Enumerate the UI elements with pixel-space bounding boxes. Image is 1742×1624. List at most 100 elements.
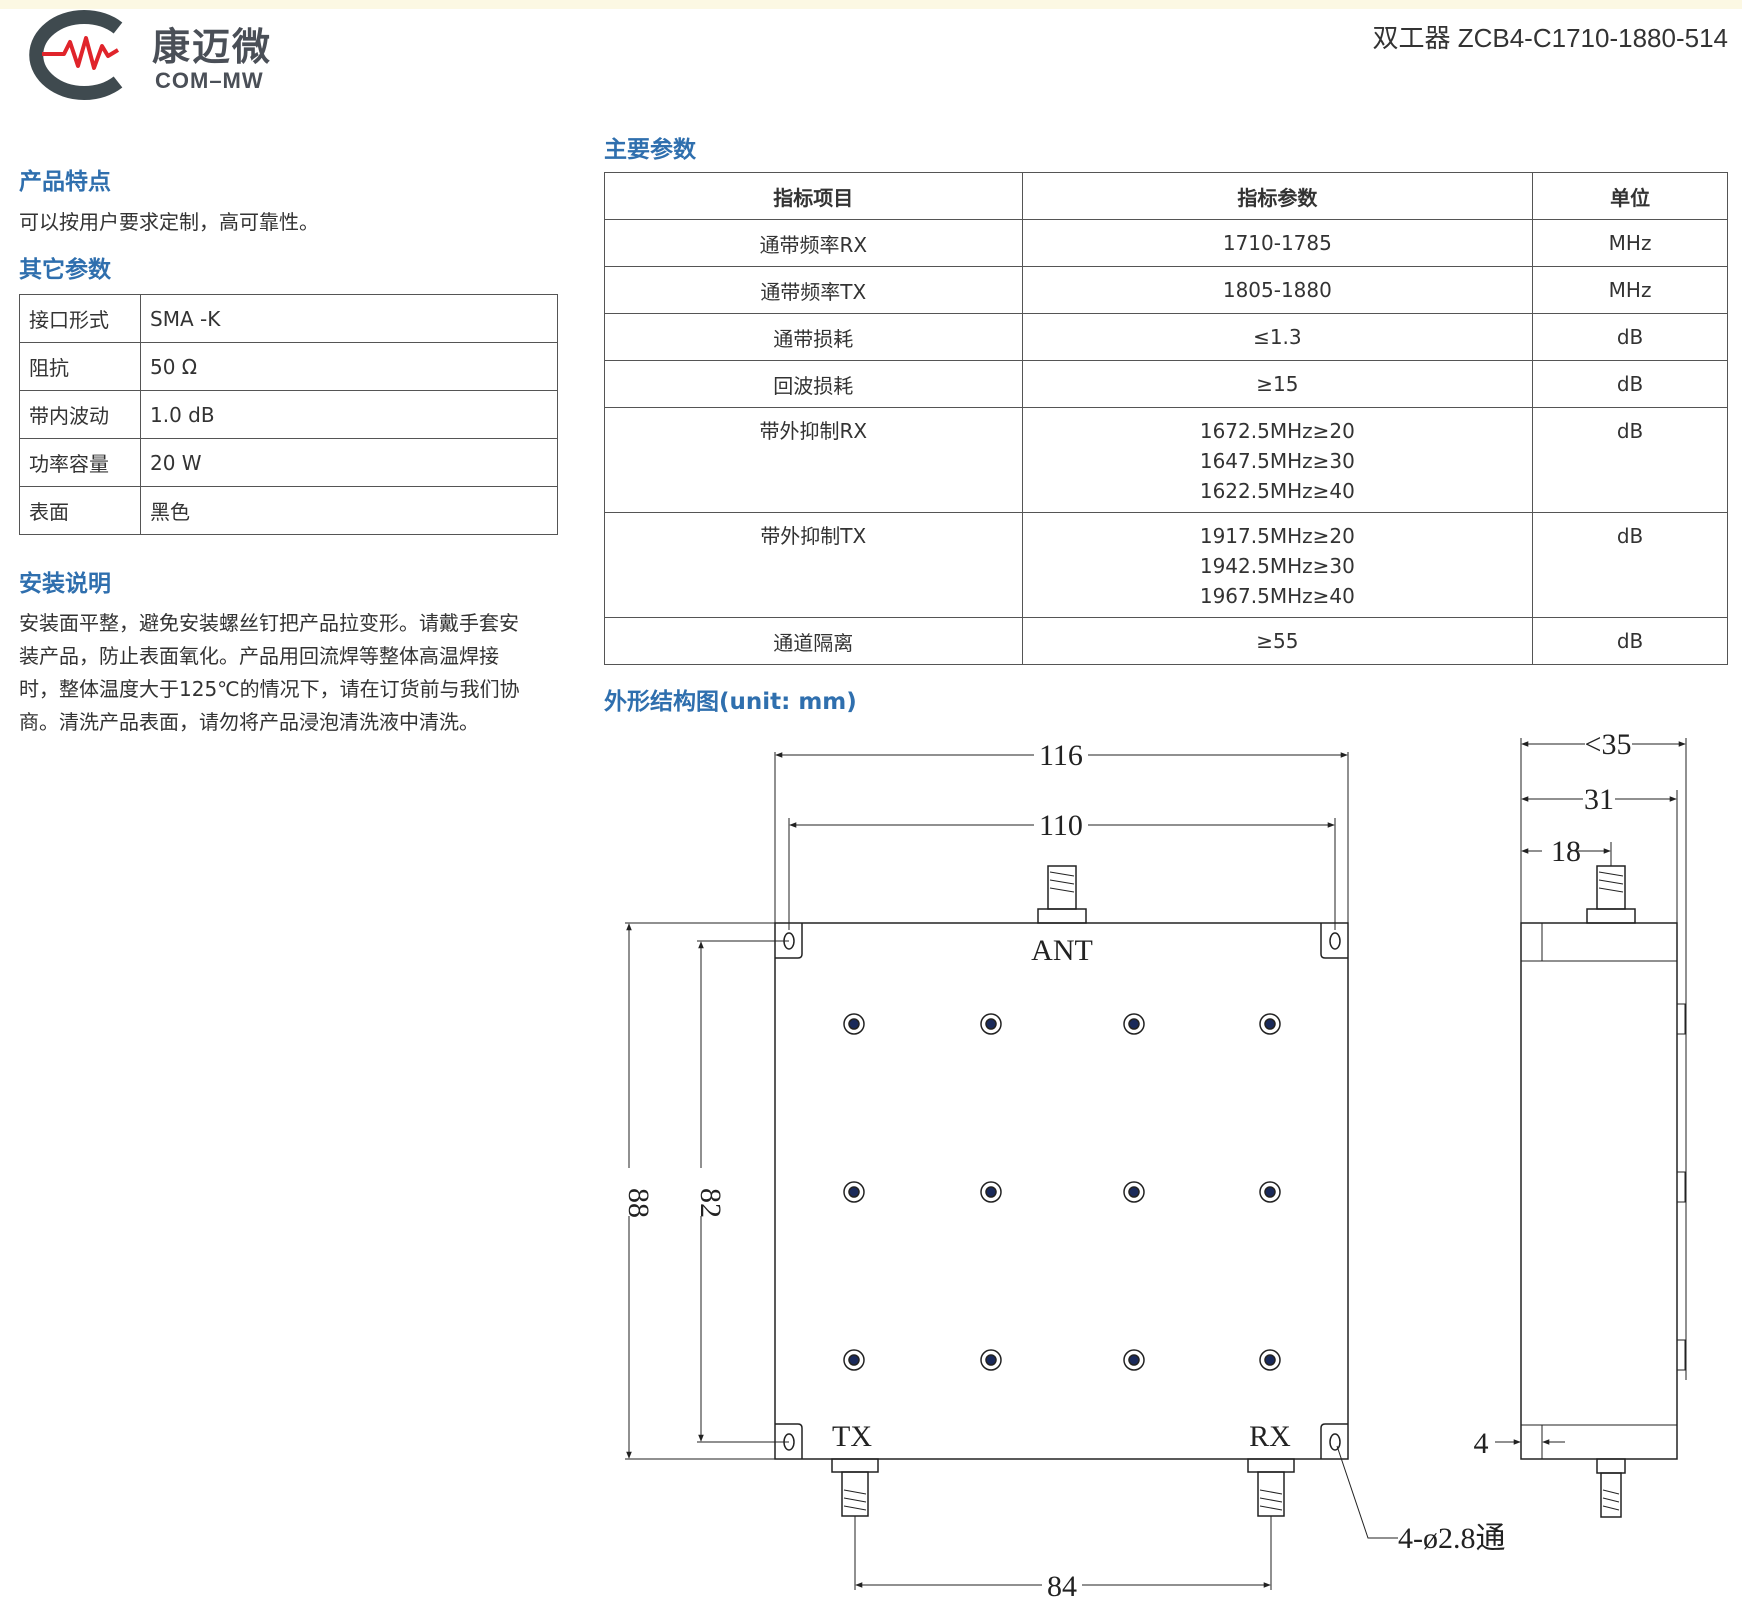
unit-cell: MHz: [1532, 266, 1728, 314]
param-value: 50 Ω: [140, 342, 558, 391]
tuning-screw-icon: [1259, 1181, 1281, 1203]
logo-english-name: COM–MW: [155, 68, 264, 93]
param-label: 带内波动: [19, 390, 141, 439]
ant-connector-base: [1037, 908, 1087, 924]
side-bottom-connector: [1600, 1472, 1622, 1518]
tuning-screw-icon: [1123, 1013, 1145, 1035]
corner-notch: [775, 923, 803, 959]
tx-label: TX: [832, 1420, 872, 1453]
item-cell: 带外抑制RX: [604, 407, 1023, 513]
top-banner: [0, 0, 1742, 9]
header-unit: 单位: [1532, 172, 1728, 220]
dim-4: 4: [1474, 1427, 1489, 1460]
item-cell: 通带频率RX: [604, 219, 1023, 267]
tuning-screw-icon: [980, 1181, 1002, 1203]
value-cell: 1710-1785: [1021, 219, 1534, 267]
side-view-body: [1520, 922, 1678, 1460]
main-params-heading: 主要参数: [604, 137, 696, 163]
item-cell: 通带频率TX: [604, 266, 1023, 314]
mounting-hole: [1329, 932, 1341, 950]
dim-84: 84: [1047, 1570, 1077, 1603]
dim-31: 31: [1584, 783, 1614, 816]
param-value: 黑色: [140, 486, 558, 535]
install-heading: 安装说明: [19, 571, 111, 597]
corner-notch: [1320, 1423, 1348, 1459]
logo-chinese-name: 康迈微: [152, 25, 273, 69]
tuning-screw-icon: [1259, 1349, 1281, 1371]
mounting-hole: [1329, 1433, 1341, 1451]
tuning-screw-icon: [843, 1181, 865, 1203]
rx-label: RX: [1249, 1420, 1291, 1453]
install-text: 安装面平整，避免安装螺丝钉把产品拉变形。请戴手套安 装产品，防止表面氧化。产品用…: [19, 607, 559, 739]
param-label: 阻抗: [19, 342, 141, 391]
tx-connector-base: [831, 1458, 879, 1473]
unit-cell: dB: [1532, 360, 1728, 408]
param-label: 表面: [19, 486, 141, 535]
tuning-screw-icon: [843, 1013, 865, 1035]
unit-cell: dB: [1532, 617, 1728, 665]
value-line: 1622.5MHz≥40: [1199, 479, 1355, 503]
dim-18: 18: [1551, 835, 1581, 868]
dim-110: 110: [1039, 809, 1083, 842]
item-cell: 回波损耗: [604, 360, 1023, 408]
value-line: 1942.5MHz≥30: [1199, 554, 1355, 578]
features-heading: 产品特点: [19, 169, 111, 195]
outline-heading: 外形结构图(unit: mm): [604, 689, 857, 715]
unit-cell: dB: [1532, 313, 1728, 361]
value-cell: 1672.5MHz≥20 1647.5MHz≥30 1622.5MHz≥40: [1021, 407, 1534, 513]
value-cell: 1805-1880: [1021, 266, 1534, 314]
param-label: 接口形式: [19, 294, 141, 343]
hole-note: 4-ø2.8通: [1398, 1522, 1506, 1555]
install-line: 安装面平整，避免安装螺丝钉把产品拉变形。请戴手套安: [19, 611, 519, 635]
rx-connector-base: [1247, 1458, 1295, 1473]
value-line: 1647.5MHz≥30: [1199, 449, 1355, 473]
unit-cell: dB: [1532, 512, 1728, 618]
table-row: 带外抑制RX 1672.5MHz≥20 1647.5MHz≥30 1622.5MHz≥…: [604, 407, 1728, 513]
unit-cell: MHz: [1532, 219, 1728, 267]
corner-notch: [775, 1423, 803, 1459]
tuning-screw-icon: [980, 1013, 1002, 1035]
table-header-row: 指标项目 指标参数 单位: [604, 172, 1728, 220]
outline-drawing: ANT TX RX 116 110 88 82 84 <35 31 18 4 4…: [622, 728, 1687, 1603]
features-text: 可以按用户要求定制，高可靠性。: [19, 210, 319, 234]
side-bottom-connector-base: [1596, 1458, 1626, 1474]
dim-88: 88: [622, 1188, 655, 1218]
unit-cell: dB: [1532, 407, 1728, 513]
dim-82: 82: [694, 1188, 727, 1218]
install-line: 装产品，防止表面氧化。产品用回流焊等整体高温焊接: [19, 644, 499, 668]
param-label: 功率容量: [19, 438, 141, 487]
item-cell: 通带损耗: [604, 313, 1023, 361]
corner-notch: [1320, 923, 1348, 959]
value-line: 1672.5MHz≥20: [1199, 419, 1355, 443]
side-connector-base: [1586, 908, 1636, 924]
item-cell: 通道隔离: [604, 617, 1023, 665]
tuning-screw-icon: [1259, 1013, 1281, 1035]
install-line: 时，整体温度大于125℃的情况下，请在订货前与我们协: [19, 677, 520, 701]
value-cell: ≥55: [1021, 617, 1534, 665]
header-value: 指标参数: [1021, 172, 1534, 220]
item-cell: 带外抑制TX: [604, 512, 1023, 618]
header-item: 指标项目: [604, 172, 1023, 220]
install-line: 商。清洗产品表面，请勿将产品浸泡清洗液中清洗。: [19, 710, 479, 734]
ant-label: ANT: [1031, 934, 1093, 967]
other-params-heading: 其它参数: [19, 257, 111, 283]
tuning-screw-icon: [1123, 1349, 1145, 1371]
param-value: SMA -K: [140, 294, 558, 343]
param-value: 20 W: [140, 438, 558, 487]
company-logo[interactable]: 康迈微 COM–MW: [14, 10, 284, 100]
value-cell: ≤1.3: [1021, 313, 1534, 361]
tuning-screw-icon: [843, 1349, 865, 1371]
product-title: 双工器 ZCB4-C1710-1880-514: [1372, 23, 1729, 53]
tuning-screw-icon: [980, 1349, 1002, 1371]
